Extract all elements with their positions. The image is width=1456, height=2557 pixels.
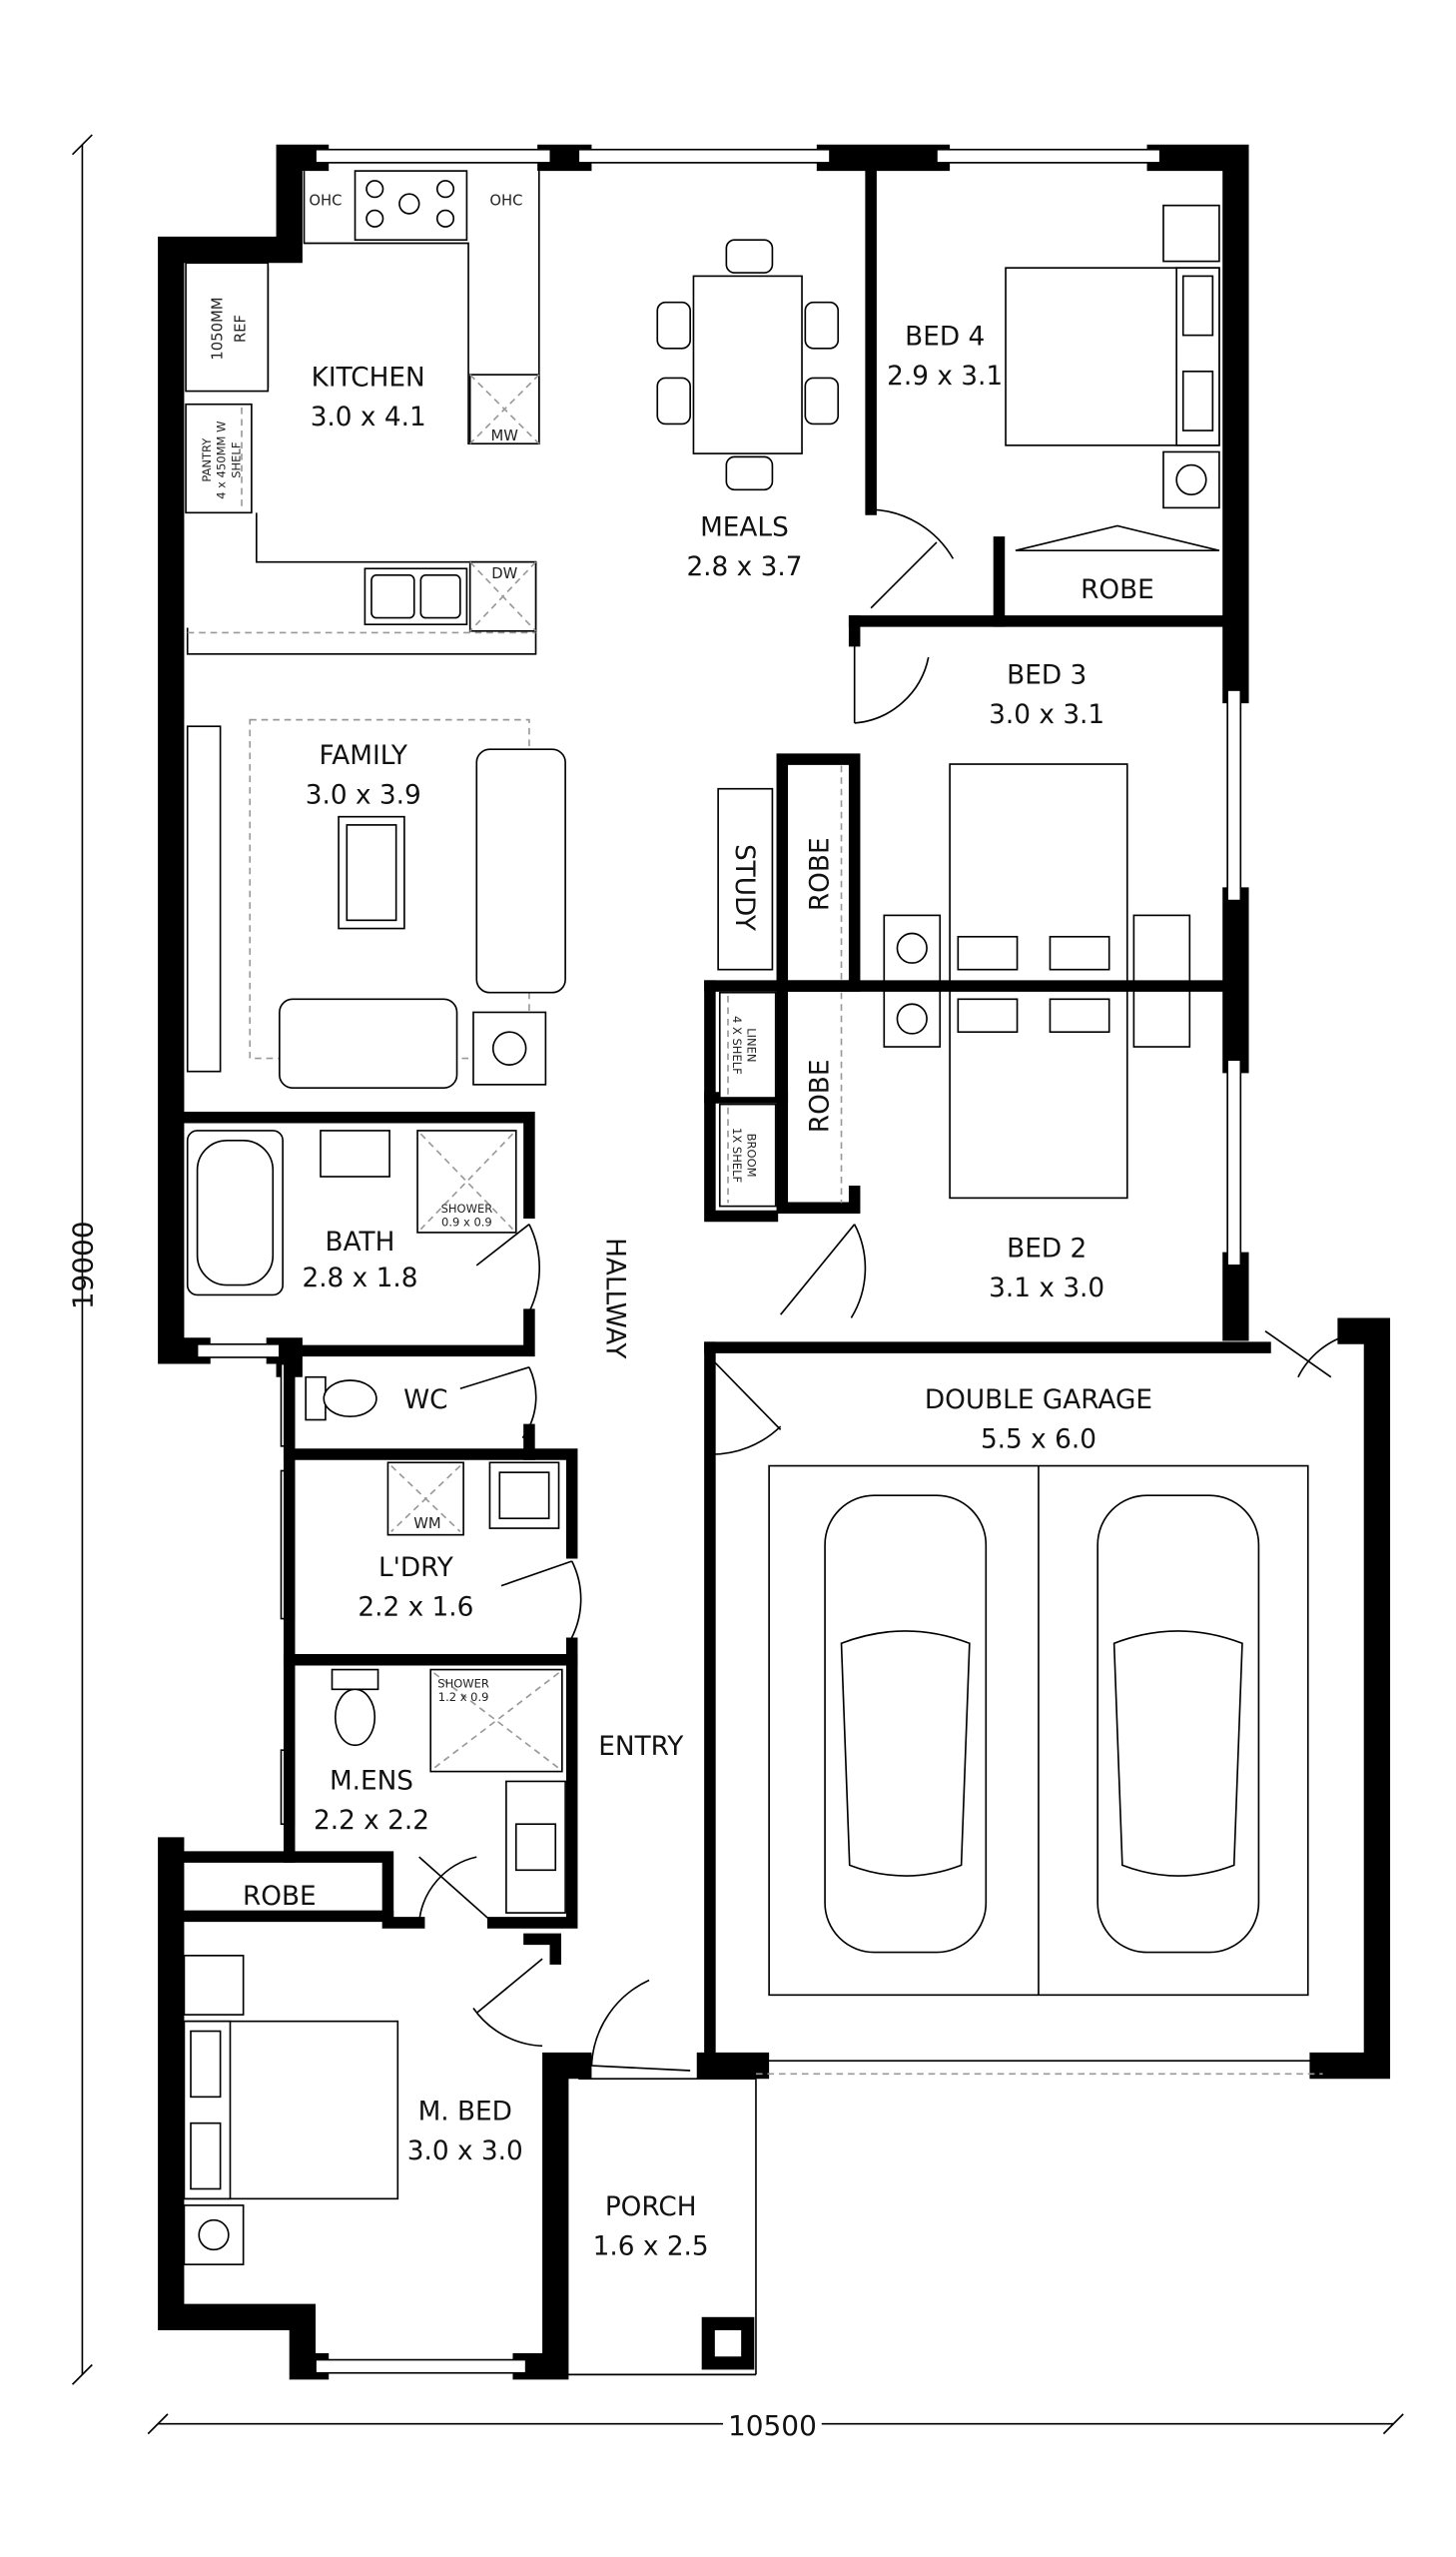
meals-size: 2.8 x 3.7: [686, 552, 802, 582]
garage-cars: [768, 1464, 1309, 1997]
dimension-height: 19000: [66, 134, 99, 2385]
porch-size: 1.6 x 2.5: [593, 2231, 709, 2261]
svg-text:BED 33.0 x 3.1: BED 3 3.0 x 3.1: [989, 660, 1104, 729]
wc-name: WC: [403, 1385, 447, 1415]
pantry-label-1: PANTRY: [200, 437, 214, 482]
broom-label-1: BROOM: [745, 1134, 759, 1178]
dimension-width: 10500: [147, 2408, 1404, 2442]
bed4-robe-name: ROBE: [1081, 575, 1154, 605]
laundry-name: L'DRY: [378, 1553, 454, 1583]
svg-text:LINEN4 X SHELF: LINEN4 X SHELF: [730, 1016, 759, 1075]
bath-size: 2.8 x 1.8: [302, 1264, 417, 1293]
ensuite-size: 2.2 x 2.2: [314, 1806, 429, 1836]
dishwasher-label: DW: [491, 565, 517, 582]
bed2-robe-name: ROBE: [805, 1060, 835, 1134]
family-furniture: [186, 718, 566, 1089]
linen-label-2: 4 X SHELF: [730, 1016, 744, 1075]
pantry-label-3: SHELF: [229, 442, 243, 478]
bath-name: BATH: [326, 1228, 395, 1258]
bed-2-furniture: [883, 990, 1191, 1200]
bed4-size: 2.9 x 3.1: [887, 362, 1003, 392]
laundry-fittings: WM: [386, 1461, 560, 1536]
study-desk: [717, 787, 774, 971]
entry-name: ENTRY: [598, 1732, 684, 1762]
wc-fittings: [305, 1375, 377, 1421]
bed-3-furniture: [883, 763, 1191, 983]
sink: [364, 567, 468, 626]
broom-cupboard: BROOM1X SHELF: [718, 1103, 777, 1208]
car-left: [824, 1494, 988, 1954]
bath-shower-label-2: 0.9 x 0.9: [441, 1215, 492, 1229]
bed3-robe-name: ROBE: [805, 837, 835, 911]
linen-cupboard: LINEN4 X SHELF: [718, 991, 777, 1099]
dining-table: [656, 239, 840, 491]
master-bed-size: 3.0 x 3.0: [407, 2136, 523, 2166]
meals-name: MEALS: [700, 512, 789, 542]
bed2-name: BED 2: [1007, 1235, 1087, 1265]
microwave-label: MW: [491, 427, 519, 444]
family-size: 3.0 x 3.9: [306, 781, 421, 811]
svg-text:BED 42.9 x 3.1: BED 4 2.9 x 3.1: [887, 323, 1003, 392]
study-name: STUDY: [729, 844, 759, 932]
family-name: FAMILY: [320, 741, 408, 771]
ohc-left-label: OHC: [309, 193, 342, 210]
fridge-label-2: REF: [232, 315, 249, 343]
porch-name: PORCH: [605, 2192, 697, 2222]
kitchen-fittings: 1050MM REF PANTRY4 x 450MM WSHELF OHC OHC…: [185, 170, 540, 655]
laundry-size: 2.2 x 1.6: [358, 1592, 473, 1622]
car-right: [1096, 1494, 1260, 1954]
ensuite-name: M.ENS: [330, 1767, 413, 1797]
ensuite-shower-label-1: SHOWER: [437, 1677, 489, 1691]
cooktop: [354, 170, 468, 242]
svg-text:BED 23.1 x 3.0: BED 2 3.1 x 3.0: [989, 1235, 1104, 1303]
dimension-width-label: 10500: [728, 2409, 817, 2442]
washing-machine-label: WM: [413, 1515, 440, 1532]
ohc-right-label: OHC: [489, 193, 522, 210]
bed4-name: BED 4: [905, 323, 985, 353]
master-robe-name: ROBE: [243, 1882, 317, 1912]
master-bed-name: M. BED: [418, 2097, 512, 2127]
linen-label-1: LINEN: [745, 1028, 759, 1062]
garage-size: 5.5 x 6.0: [981, 1424, 1096, 1454]
room-labels: KITCHEN 3.0 x 4.1 MEALS 2.8 x 3.7 BED 4 2.9…: [243, 323, 1154, 2262]
dimension-height-label: 19000: [66, 1221, 99, 1309]
bed-4-furniture: [1005, 204, 1220, 551]
hallway-name: HALLWAY: [599, 1238, 629, 1359]
fridge-label-1: 1050MM: [209, 297, 226, 360]
svg-text:BROOM1X SHELF: BROOM1X SHELF: [730, 1128, 759, 1183]
pantry-label-2: 4 x 450MM W: [215, 422, 229, 499]
bath-shower-label-1: SHOWER: [441, 1202, 493, 1216]
master-bed-furniture: [183, 1955, 399, 2265]
broom-label-2: 1X SHELF: [730, 1128, 744, 1183]
kitchen-name: KITCHEN: [312, 364, 425, 394]
garage-name: DOUBLE GARAGE: [925, 1385, 1152, 1415]
bed3-name: BED 3: [1007, 660, 1087, 690]
ensuite-shower-label-2: 1.2 x 0.9: [438, 1690, 489, 1704]
svg-text:PANTRY4 x 450MM WSHELF: PANTRY4 x 450MM WSHELF: [200, 422, 244, 499]
exterior-walls: [158, 144, 1391, 2380]
doors: [417, 508, 1351, 2072]
bed3-size: 3.0 x 3.1: [989, 700, 1104, 730]
kitchen-size: 3.0 x 4.1: [311, 403, 426, 432]
bed2-size: 3.1 x 3.0: [989, 1274, 1104, 1303]
